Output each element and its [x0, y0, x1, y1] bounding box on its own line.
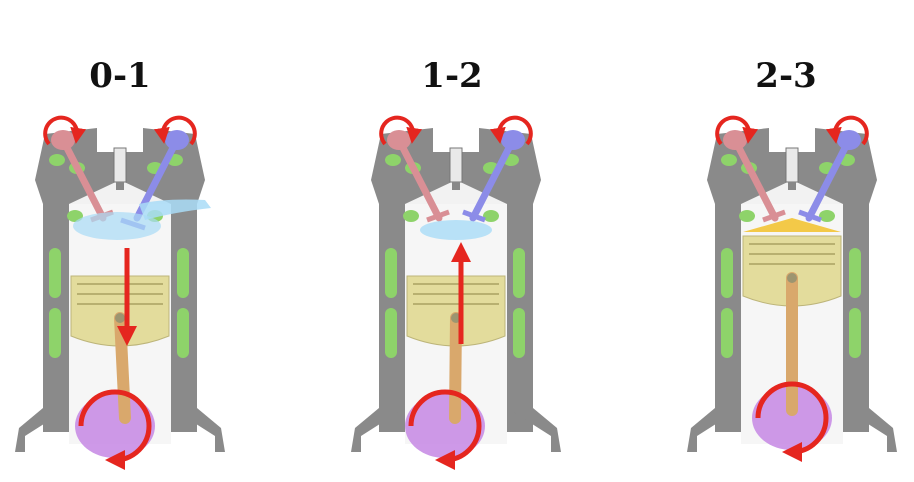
cam-rotation-arrow-icon — [43, 115, 87, 146]
spark-plug-tip — [116, 182, 124, 190]
spark-plug-tip — [788, 182, 796, 190]
coolant-passage — [385, 308, 397, 358]
spark-plug — [449, 147, 463, 183]
intake-valve-cap — [837, 130, 861, 150]
compressed-charge — [420, 220, 492, 240]
intake-valve-cap — [501, 130, 525, 150]
crankcase-left — [15, 348, 69, 452]
crankshaft-counterweight — [752, 386, 832, 450]
crank-rotation-arrow-icon — [408, 389, 482, 470]
intake-valve-stem — [469, 140, 515, 222]
cam-rotation-arrow-icon — [489, 115, 533, 146]
intake-valve-stem — [805, 140, 851, 222]
stage-label-compression: 1-2 — [421, 56, 483, 96]
crankshaft-counterweight — [75, 394, 155, 458]
coolant-passage — [385, 154, 401, 166]
coolant-passage — [403, 210, 419, 222]
connecting-rod — [449, 312, 462, 424]
engine-diagram-intake — [15, 115, 225, 470]
cam-rotation-arrow-icon — [379, 115, 423, 146]
intake-air-flow — [139, 199, 211, 220]
coolant-passage — [177, 308, 189, 358]
crankshaft-counterweight — [405, 394, 485, 458]
crankcase-left — [687, 348, 741, 452]
engine-diagram-compression — [351, 115, 561, 470]
coolant-passage — [849, 308, 861, 358]
intake-valve-head — [462, 209, 486, 223]
exhaust-valve-cap — [51, 130, 75, 150]
crankcase-right — [843, 348, 897, 452]
wrist-pin-cap — [787, 273, 797, 283]
exhaust-valve-stem — [397, 140, 443, 222]
coolant-passage — [721, 248, 733, 298]
coolant-passage — [513, 308, 525, 358]
wrist-pin-cap — [115, 313, 125, 323]
coolant-passage — [513, 248, 525, 298]
coolant-passage — [483, 210, 499, 222]
connecting-rod — [114, 312, 131, 424]
spark-plug-tip — [452, 182, 460, 190]
crank-rotation-arrow-icon — [78, 389, 152, 470]
crank-rotation-arrow-icon — [755, 381, 829, 462]
crankcase-right — [171, 348, 225, 452]
coolant-passage — [49, 248, 61, 298]
coolant-passage — [721, 308, 733, 358]
coolant-passage — [739, 210, 755, 222]
exhaust-valve-cap — [387, 130, 411, 150]
exhaust-valve-cap — [723, 130, 747, 150]
exhaust-valve-stem — [733, 140, 779, 222]
cam-rotation-arrow-icon — [153, 115, 197, 146]
stage-label-intake: 0-1 — [89, 56, 151, 96]
piston — [742, 235, 842, 307]
spark-plug — [785, 147, 799, 183]
coolant-passage — [819, 210, 835, 222]
coolant-passage — [49, 308, 61, 358]
coolant-passage — [721, 154, 737, 166]
stage-label-ignition: 2-3 — [755, 56, 817, 96]
intake-charge — [73, 212, 161, 240]
exhaust-valve-head — [426, 209, 450, 223]
cam-rotation-arrow-icon — [715, 115, 759, 146]
coolant-passage — [49, 154, 65, 166]
combustion-flame — [743, 218, 841, 232]
engine-diagram-ignition — [687, 115, 897, 462]
spark-plug — [113, 147, 127, 183]
crankcase-right — [507, 348, 561, 452]
exhaust-valve-head — [762, 209, 786, 223]
cam-rotation-arrow-icon — [825, 115, 869, 146]
exhaust-valve-stem — [61, 140, 107, 222]
coolant-passage — [177, 248, 189, 298]
intake-valve-cap — [165, 130, 189, 150]
coolant-passage — [385, 248, 397, 298]
coolant-passage — [849, 248, 861, 298]
intake-valve-head — [798, 209, 822, 223]
crankcase-left — [351, 348, 405, 452]
